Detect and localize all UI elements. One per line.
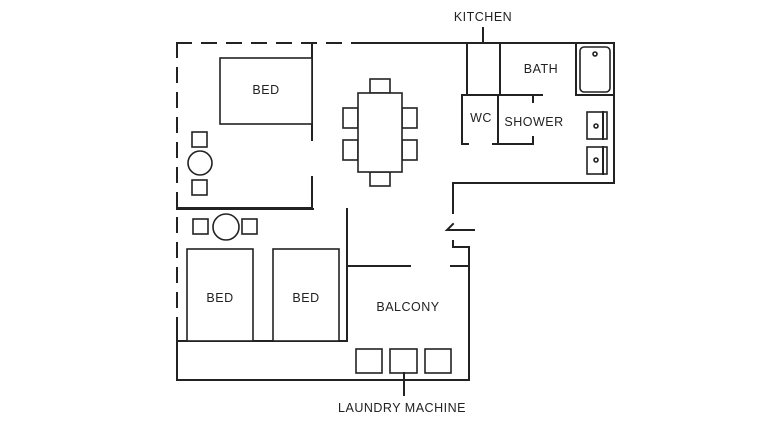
label-laundry-machine: LAUNDRY MACHINE bbox=[338, 401, 466, 415]
laundry-machine bbox=[389, 348, 418, 374]
dining-table bbox=[342, 78, 418, 187]
lamp bbox=[212, 213, 240, 241]
label-bath: BATH bbox=[524, 62, 558, 76]
bathtub bbox=[575, 42, 615, 96]
label-bed-left: BED bbox=[206, 291, 233, 305]
sink bbox=[586, 146, 608, 175]
bathroom: WC SHOWER BATH bbox=[461, 42, 615, 175]
kitchen-marker: KITCHEN bbox=[454, 10, 512, 44]
bedroom-top: BED bbox=[176, 42, 313, 209]
label-balcony: BALCONY bbox=[376, 300, 439, 314]
label-shower: SHOWER bbox=[504, 115, 563, 129]
nightstand bbox=[191, 131, 208, 148]
laundry-machine bbox=[424, 348, 452, 374]
label-bed-top: BED bbox=[252, 83, 279, 97]
label-kitchen: KITCHEN bbox=[454, 10, 512, 24]
label-bed-right: BED bbox=[292, 291, 319, 305]
bed-right bbox=[272, 248, 340, 342]
balcony: BALCONY LAUNDRY MACHINE bbox=[338, 265, 470, 415]
lamp bbox=[187, 150, 213, 176]
outer-walls bbox=[176, 42, 615, 381]
bed-left bbox=[186, 248, 254, 342]
nightstand bbox=[241, 218, 258, 235]
label-wc: WC bbox=[470, 111, 492, 125]
laundry-machine bbox=[355, 348, 383, 374]
sink bbox=[586, 111, 608, 140]
nightstand bbox=[192, 218, 209, 235]
bedroom-bottom: BED BED bbox=[176, 208, 348, 342]
bed-top bbox=[219, 57, 313, 125]
entry-door bbox=[444, 222, 475, 231]
nightstand bbox=[191, 179, 208, 196]
